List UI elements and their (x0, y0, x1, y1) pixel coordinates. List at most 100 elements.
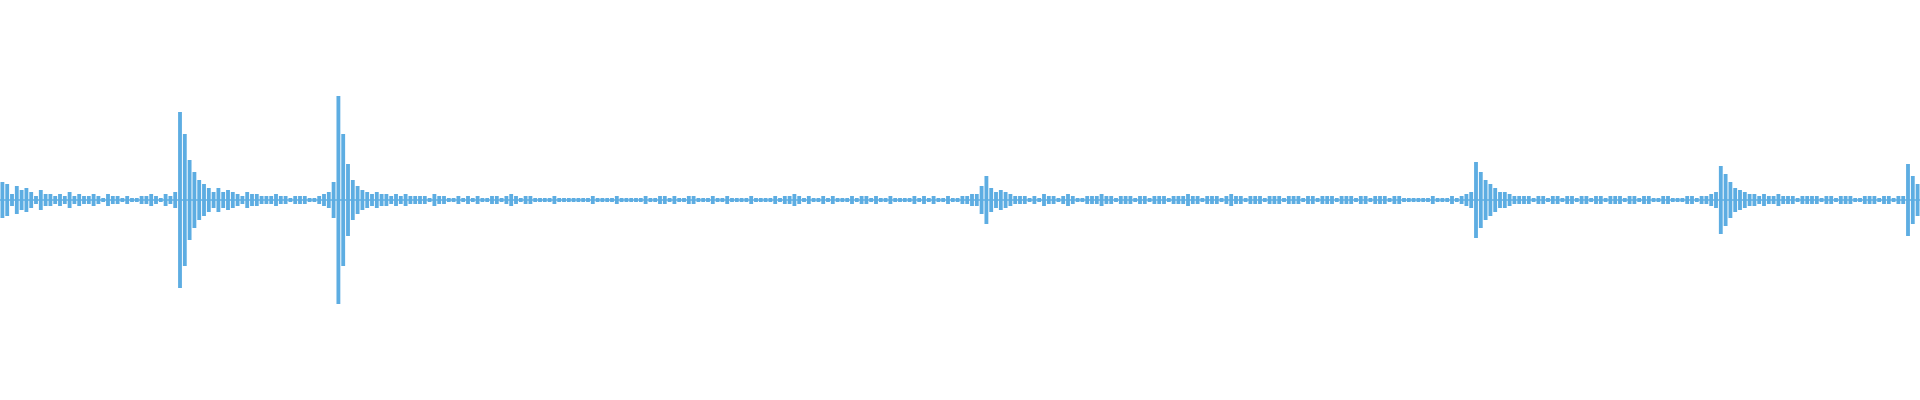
waveform-bar (1685, 196, 1690, 204)
waveform-bar (1728, 182, 1733, 218)
waveform-bar (1733, 188, 1738, 212)
waveform-bar (1358, 196, 1363, 204)
waveform-bar (749, 196, 754, 204)
waveform-bar (298, 196, 302, 204)
waveform-bar (566, 198, 571, 202)
waveform-bar (182, 134, 187, 266)
waveform-bar (754, 198, 758, 202)
waveform-bar (850, 196, 854, 204)
waveform-bar (576, 198, 581, 202)
waveform-bar (446, 198, 451, 202)
waveform-bar (1051, 196, 1056, 204)
waveform-bar (48, 194, 53, 206)
waveform-bar (168, 196, 173, 204)
waveform-bar (1704, 196, 1709, 204)
waveform-bar (490, 196, 494, 204)
waveform-bar (1603, 198, 1608, 202)
waveform-bar (638, 198, 643, 202)
waveform-bar (1008, 194, 1013, 206)
waveform-bar (1018, 196, 1022, 204)
waveform-bar (221, 192, 226, 208)
waveform-bar (1824, 196, 1829, 204)
waveform-bar (1838, 196, 1843, 204)
waveform-bar (1570, 196, 1574, 204)
waveform-bar (34, 196, 38, 204)
waveform-bar (24, 188, 29, 212)
waveform-bar (1498, 192, 1502, 208)
waveform-bar (1099, 194, 1104, 206)
waveform-bar (1037, 198, 1042, 202)
waveform-bar (1392, 196, 1397, 204)
waveform-bar (950, 198, 955, 202)
waveform-bar (202, 184, 206, 216)
waveform-bar (269, 196, 274, 204)
waveform-bar (514, 196, 518, 204)
waveform-bar (965, 196, 970, 204)
waveform-bar (1901, 196, 1906, 204)
waveform-bar (1262, 198, 1267, 202)
waveform-bar (1814, 196, 1819, 204)
waveform-bar (854, 198, 859, 202)
waveform-bar (331, 182, 336, 218)
waveform-bar (557, 198, 562, 202)
waveform-bar (1522, 196, 1526, 204)
waveform-bar (1459, 196, 1464, 204)
waveform-bar (1378, 196, 1382, 204)
waveform-bar (302, 196, 307, 204)
waveform-bar (1517, 196, 1522, 204)
waveform-bar (869, 198, 874, 202)
waveform-bar (888, 196, 893, 204)
waveform-bar (912, 196, 917, 204)
waveform-bar (134, 198, 139, 202)
waveform-bar (1253, 196, 1258, 204)
waveform-bar (1550, 196, 1555, 204)
waveform-bar (1858, 198, 1862, 202)
waveform-bar (259, 196, 264, 204)
waveform-bar (1742, 192, 1747, 208)
waveform-bar (581, 198, 586, 202)
waveform-bar (1877, 198, 1882, 202)
waveform-bar (1786, 196, 1790, 204)
waveform-bar (427, 198, 432, 202)
waveform-bar (379, 194, 384, 206)
waveform-bar (1584, 196, 1589, 204)
waveform-bar (1027, 198, 1032, 202)
waveform-bar (1512, 196, 1517, 204)
waveform-bar (1339, 196, 1344, 204)
waveform-bar (1632, 196, 1637, 204)
waveform-bar (250, 194, 254, 206)
waveform-bar (1205, 196, 1210, 204)
waveform-bar (245, 192, 250, 208)
waveform-bar (792, 194, 797, 206)
waveform-bar (571, 198, 576, 202)
waveform-bar (562, 198, 566, 202)
waveform-bar (1488, 184, 1493, 216)
waveform-bar (1267, 196, 1272, 204)
waveform-bar (533, 198, 538, 202)
waveform-bar (1186, 194, 1190, 206)
waveform-bar (1387, 198, 1392, 202)
waveform-bar (821, 196, 826, 204)
waveform-bar (1219, 198, 1224, 202)
waveform-bar (1210, 196, 1214, 204)
waveform-bar (1790, 196, 1795, 204)
waveform-bar (1166, 198, 1171, 202)
waveform-bar (5, 184, 10, 216)
waveform-bar (1306, 196, 1310, 204)
waveform-bar (1555, 196, 1560, 204)
waveform-bar (523, 196, 528, 204)
waveform-bar (1546, 198, 1550, 202)
waveform-bar (1176, 196, 1181, 204)
waveform-bar (192, 172, 197, 228)
waveform-bar (518, 198, 523, 202)
waveform-bar (739, 198, 744, 202)
waveform-bar (1464, 194, 1469, 206)
waveform-bar (264, 196, 269, 204)
waveform-bar (1435, 198, 1440, 202)
waveform-bar (528, 196, 533, 204)
waveform-bar (586, 198, 590, 202)
waveform-bar (998, 190, 1003, 210)
waveform-bar (1800, 196, 1805, 204)
